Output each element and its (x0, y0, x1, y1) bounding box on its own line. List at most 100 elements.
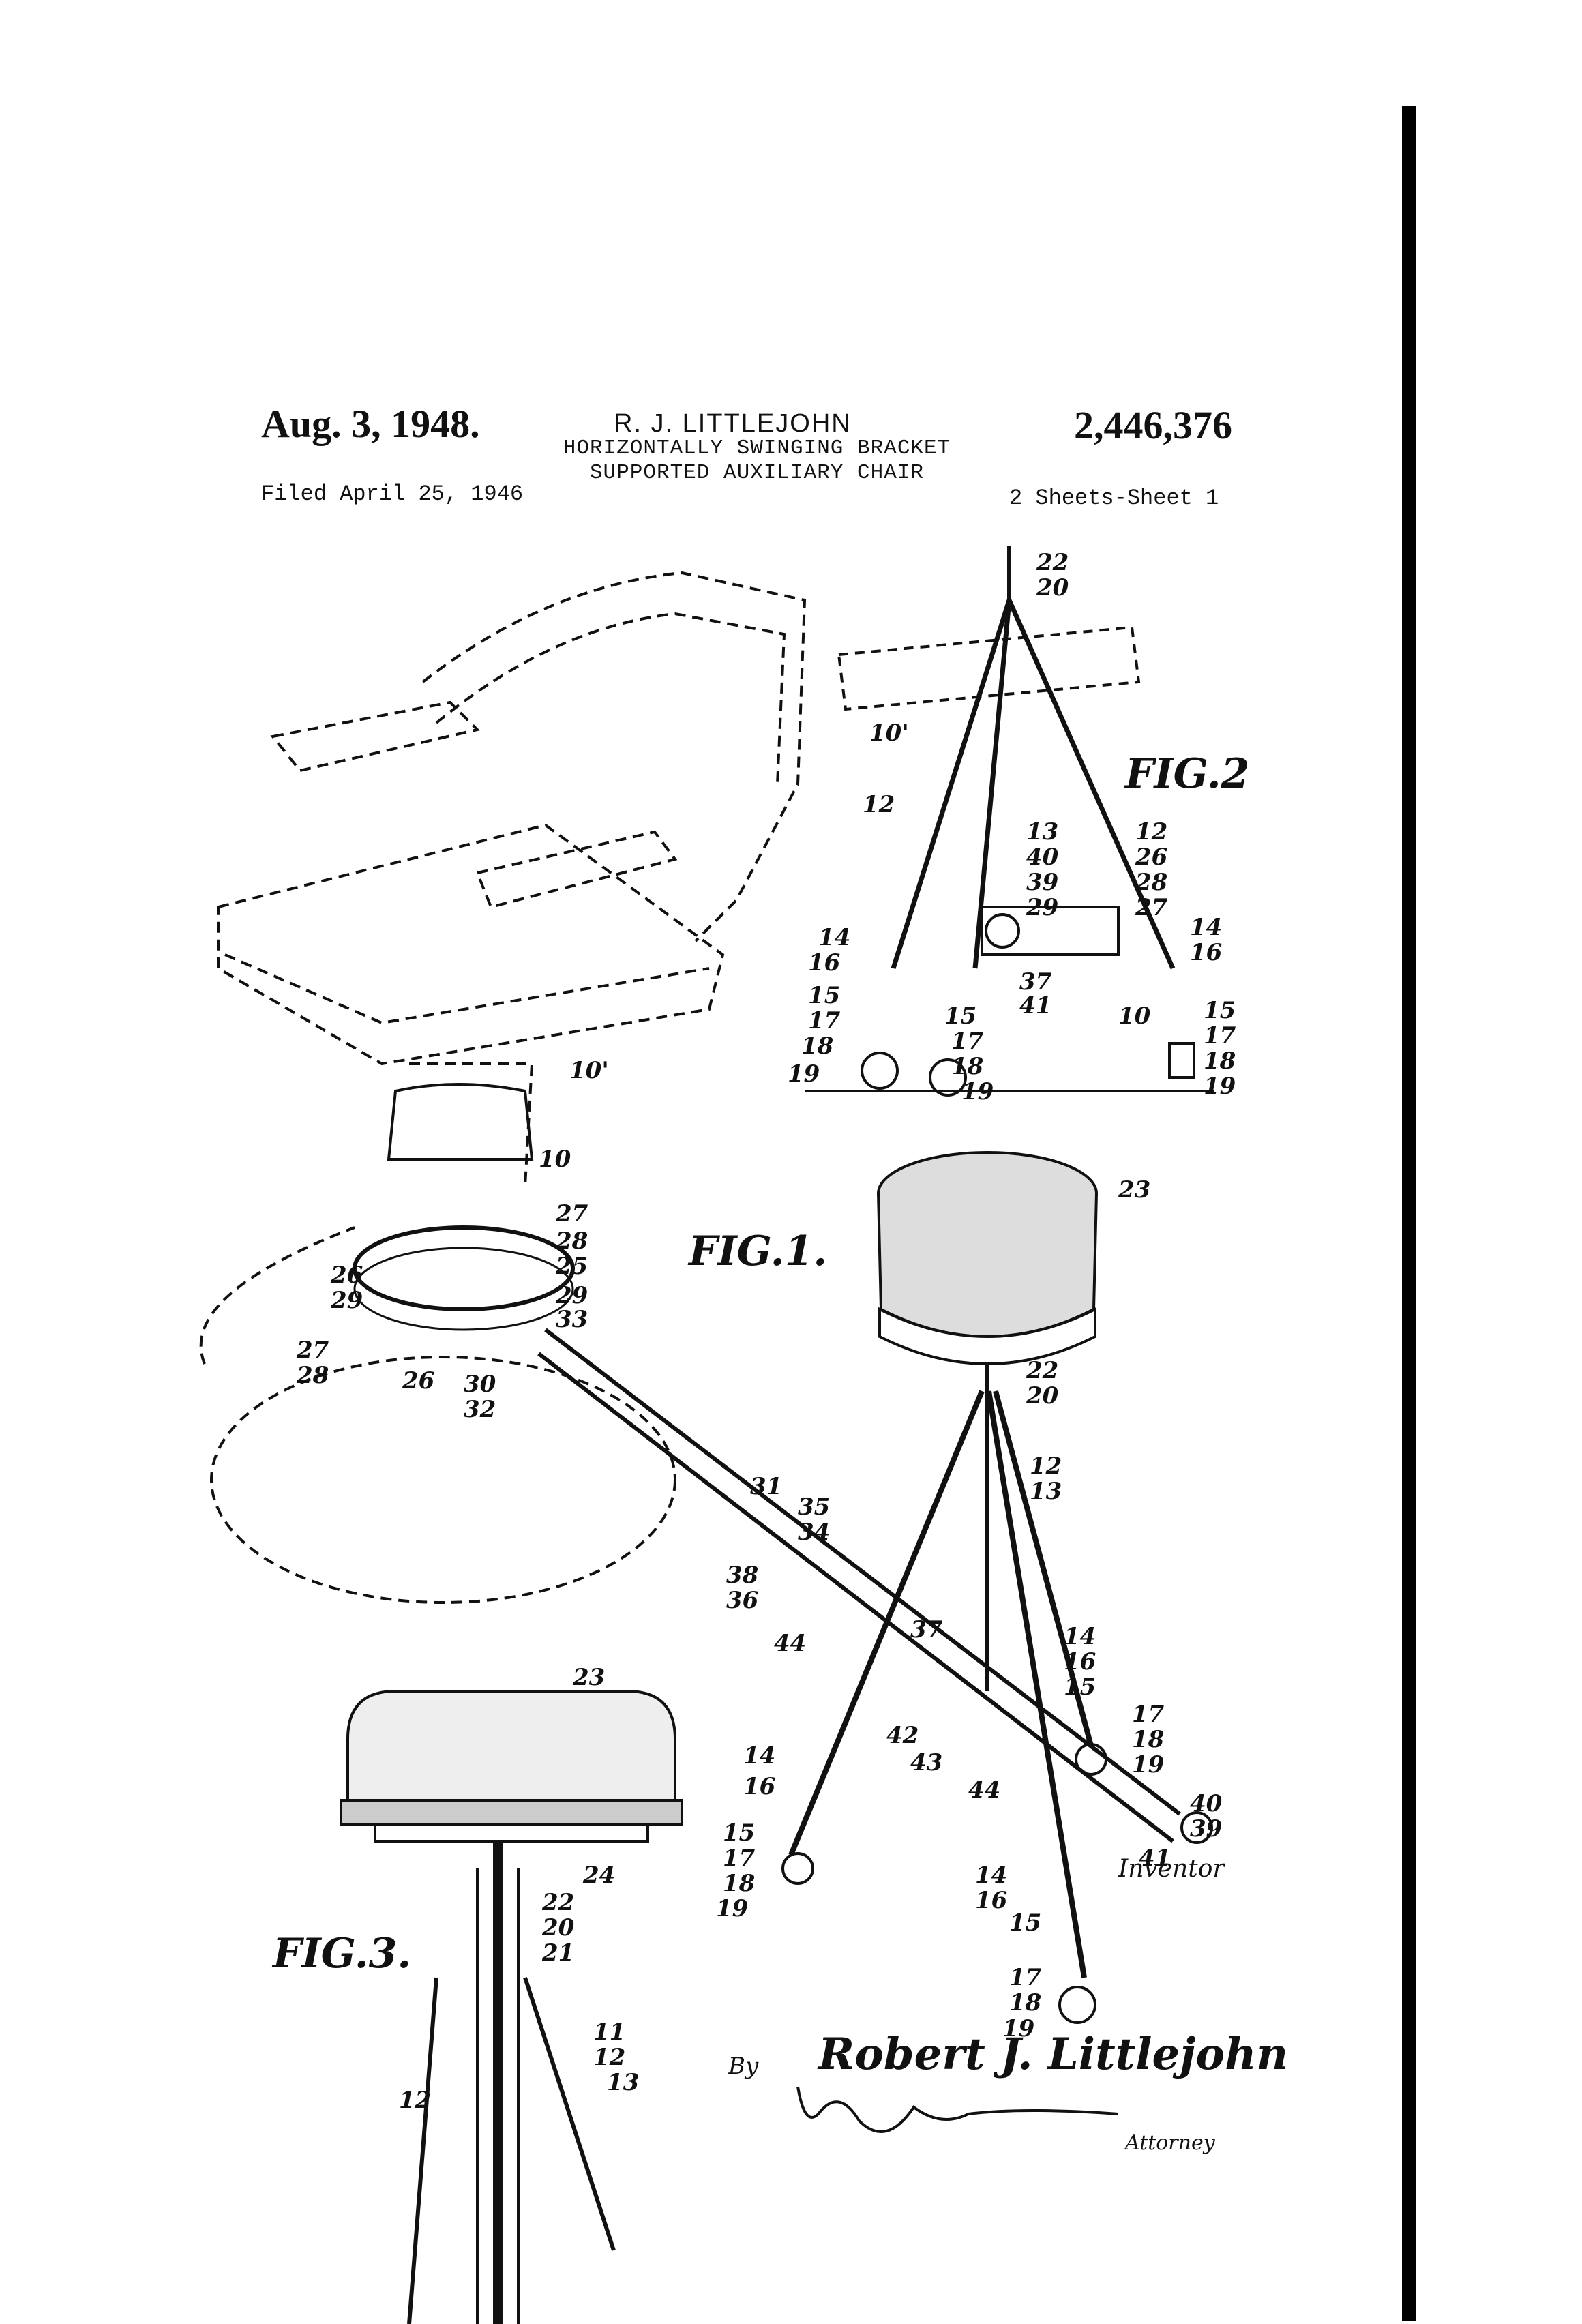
ref-numeral: 16 (975, 1887, 1007, 1914)
ref-numeral: 15 (1009, 1909, 1041, 1937)
attorney-signature (798, 2087, 1118, 2132)
ref-numeral: 28 (297, 1362, 329, 1389)
ref-numeral: 16 (743, 1773, 775, 1800)
ref-numeral: 20 (1026, 1382, 1058, 1410)
ref-numeral: 18 (951, 1053, 983, 1080)
ref-numeral: 12 (1135, 818, 1167, 846)
ref-numeral: 29 (331, 1287, 363, 1314)
ref-numeral: 17 (1204, 1022, 1236, 1049)
ref-numeral: 17 (808, 1007, 840, 1034)
ref-numeral: 16 (808, 949, 840, 977)
ref-numeral: 24 (583, 1862, 615, 1889)
figure-2-label: FIG.2 (1125, 750, 1249, 798)
ref-numeral: 14 (975, 1862, 1007, 1889)
ref-numeral: 17 (1009, 1964, 1041, 1991)
ref-numeral: 19 (961, 1078, 994, 1105)
ref-numeral: 40 (1026, 844, 1058, 871)
ref-numeral: 10' (569, 1057, 609, 1084)
caster-left (783, 1853, 813, 1883)
ref-numeral: 44 (968, 1776, 1000, 1804)
ref-numeral: 29 (556, 1282, 588, 1309)
ref-numeral: 12 (399, 2087, 431, 2114)
ref-numeral: 22 (1026, 1357, 1058, 1384)
ref-numeral: 17 (723, 1845, 755, 1872)
ref-numeral: 41 (1019, 992, 1051, 1019)
inventor-label: Inventor (1118, 1855, 1225, 1883)
ref-numeral: 19 (788, 1060, 820, 1088)
by-label: By (728, 2053, 758, 2080)
ref-numeral: 19 (1132, 1751, 1164, 1778)
ref-numeral: 27 (556, 1200, 588, 1227)
ref-numeral: 18 (801, 1032, 833, 1060)
ref-numeral: 19 (1204, 1073, 1236, 1100)
ref-numeral: 14 (818, 924, 850, 951)
ref-numeral: 18 (1132, 1726, 1164, 1753)
ref-numeral: 16 (1064, 1648, 1096, 1675)
ref-numeral: 26 (402, 1367, 434, 1395)
ref-numeral: 17 (1132, 1701, 1164, 1728)
ref-numeral: 22 (542, 1889, 574, 1916)
ref-numeral: 37 (910, 1616, 942, 1643)
ref-numeral: 33 (556, 1306, 588, 1333)
caster-front (1060, 1987, 1095, 2023)
ref-numeral: 14 (1190, 914, 1222, 941)
ref-numeral: 19 (716, 1895, 748, 1922)
ref-numeral: 42 (886, 1722, 919, 1749)
ref-numeral: 10' (869, 719, 909, 747)
ref-numeral: 10 (539, 1146, 571, 1173)
ref-numeral: 12 (1030, 1452, 1062, 1480)
ref-numeral: 34 (798, 1519, 830, 1546)
ref-numeral: 39 (1026, 869, 1058, 896)
ref-numeral: 39 (1190, 1815, 1222, 1843)
ref-numeral: 30 (464, 1371, 496, 1398)
ref-numeral: 12 (593, 2044, 625, 2071)
figure-1-label: FIG.1. (689, 1227, 827, 1275)
ref-numeral: 12 (863, 791, 895, 818)
ref-numeral: 38 (726, 1562, 758, 1589)
ref-numeral: 32 (464, 1396, 496, 1423)
ref-numeral: 16 (1190, 939, 1222, 966)
ref-numeral: 35 (798, 1493, 830, 1521)
ref-numeral: 26 (331, 1262, 363, 1289)
caster-right (1076, 1744, 1106, 1774)
ref-numeral: 28 (1135, 869, 1167, 896)
ref-numeral: 20 (542, 1914, 574, 1941)
ref-numeral: 18 (1204, 1047, 1236, 1075)
ref-numeral: 14 (743, 1742, 775, 1770)
ref-numeral: 40 (1190, 1790, 1222, 1817)
ref-numeral: 36 (726, 1587, 758, 1614)
ref-numeral: 23 (1118, 1176, 1150, 1204)
ref-numeral: 26 (1135, 844, 1167, 871)
ref-numeral: 37 (1019, 968, 1051, 996)
ref-numeral: 27 (297, 1337, 329, 1364)
ref-numeral: 15 (944, 1002, 976, 1030)
ref-numeral: 10 (1118, 1002, 1150, 1030)
ref-numeral: 29 (1026, 894, 1058, 921)
clamp-ring (355, 1227, 573, 1309)
ref-numeral: 15 (808, 982, 840, 1009)
ref-numeral: 22 (1036, 549, 1069, 576)
ref-numeral: 27 (1135, 894, 1167, 921)
ref-numeral: 20 (1036, 574, 1069, 601)
figure-3-label: FIG.3. (273, 1930, 411, 1978)
ref-numeral: 25 (556, 1253, 588, 1280)
fig3-section (341, 1691, 682, 2324)
ref-numeral: 14 (1064, 1623, 1096, 1650)
ref-numeral: 17 (951, 1028, 983, 1055)
ref-numeral: 28 (556, 1227, 588, 1255)
chair-pedestal (389, 1084, 532, 1159)
inventor-signature-name: Robert J. Littlejohn (818, 2029, 1288, 2080)
ref-numeral: 18 (723, 1870, 755, 1897)
ref-numeral: 15 (723, 1819, 755, 1847)
ref-numeral: 44 (774, 1630, 806, 1657)
attorney-label: Attorney (1125, 2131, 1215, 2155)
ref-numeral: 11 (593, 2018, 625, 2046)
ref-numeral: 43 (910, 1749, 942, 1776)
ref-numeral: 13 (1030, 1478, 1062, 1505)
ref-numeral: 13 (1026, 818, 1058, 846)
ref-numeral: 15 (1064, 1673, 1096, 1701)
ref-numeral: 15 (1204, 997, 1236, 1024)
tripod-leg-left (791, 1391, 982, 1855)
ref-numeral: 18 (1009, 1989, 1041, 2016)
